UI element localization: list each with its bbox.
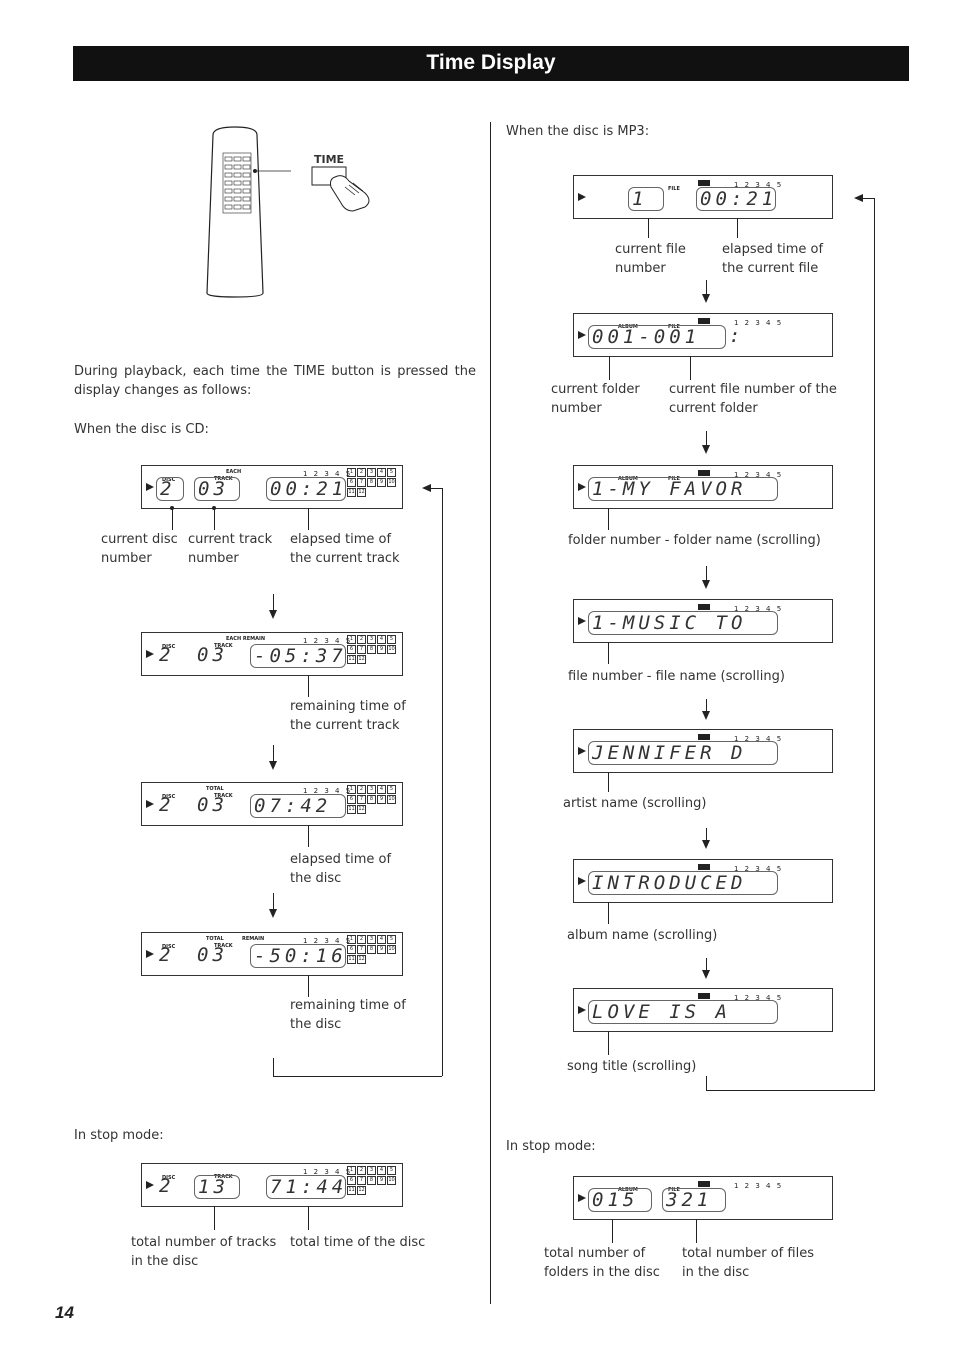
caption-artist: artist name (scrolling) xyxy=(563,796,707,811)
mp3-display-1: FILE 1 2 3 4 5 1 00:21 xyxy=(573,175,833,219)
caption-remaining-track: remaining time of the current track xyxy=(290,699,406,733)
track-number-segment: 03 xyxy=(194,477,240,501)
caption-current-file: current file number xyxy=(615,242,686,276)
caption-elapsed-track: elapsed time of the current track xyxy=(290,532,400,566)
disc-number-segment: 2 xyxy=(156,477,184,501)
caption-song: song title (scrolling) xyxy=(567,1059,697,1074)
caption-total-tracks: total number of tracks in the disc xyxy=(131,1235,277,1269)
page-title-bar: Time Display xyxy=(73,46,909,81)
caption-current-folder: current folder number xyxy=(551,382,640,416)
each-indicator: EACH xyxy=(226,469,242,475)
track-indicator: TRACK xyxy=(214,476,233,482)
mp3-display-7: 1 2 3 4 5 LOVE IS A xyxy=(573,988,833,1032)
cd-stop-heading: In stop mode: xyxy=(74,1128,164,1143)
remote-control-illustration xyxy=(206,126,370,298)
mp3-display-6: 1 2 3 4 5 INTRODUCED xyxy=(573,859,833,903)
caption-file-name: file number - file name (scrolling) xyxy=(568,669,785,684)
caption-current-track: current track number xyxy=(188,532,273,566)
mp3-display-3: ALBUM FILE 1 2 3 4 5 1-MY FAVOR xyxy=(573,465,833,509)
caption-folder-name: folder number - folder name (scrolling) xyxy=(568,533,821,548)
caption-elapsed-disc: elapsed time of the disc xyxy=(290,852,392,886)
play-indicator-icon xyxy=(146,483,154,491)
mp3-display-2: ALBUM FILE 1 2 3 4 5 001-001 : xyxy=(573,313,833,357)
page-title: Time Display xyxy=(426,51,556,74)
caption-total-time: total time of the disc xyxy=(290,1235,426,1250)
play-indicator-icon xyxy=(146,650,154,658)
caption-remaining-disc: remaining time of the disc xyxy=(290,998,406,1032)
page-number: 14 xyxy=(55,1303,74,1322)
mp3-stop-display: ALBUM FILE 1 2 3 4 5 015 321 xyxy=(573,1176,833,1220)
caption-current-disc: current disc number xyxy=(101,532,178,566)
mp3-display-4: 1 2 3 4 5 1-MUSIC TO xyxy=(573,599,833,643)
caption-album: album name (scrolling) xyxy=(567,928,718,943)
cd-heading: When the disc is CD: xyxy=(74,422,209,437)
disc-indicator: DISC xyxy=(162,477,176,483)
time-button-label: TIME xyxy=(314,153,345,166)
time-segment: 00:21 xyxy=(266,477,346,501)
mp3-stop-heading: In stop mode: xyxy=(506,1139,596,1154)
column-divider xyxy=(490,122,491,1304)
mp3-display-5: 1 2 3 4 5 JENNIFER D xyxy=(573,729,833,773)
caption-total-files: total number of files in the disc xyxy=(682,1246,814,1280)
caption-file-in-folder: current file number of the current folde… xyxy=(669,382,837,416)
mp3-icon xyxy=(698,180,710,186)
disc-numbers: 1 2 3 4 5 xyxy=(303,470,353,478)
intro-text: During playback, each time the TIME butt… xyxy=(74,364,476,398)
caption-total-folders: total number of folders in the disc xyxy=(544,1246,660,1280)
caption-elapsed-file: elapsed time of the current file xyxy=(722,242,824,276)
mp3-heading: When the disc is MP3: xyxy=(506,124,650,139)
